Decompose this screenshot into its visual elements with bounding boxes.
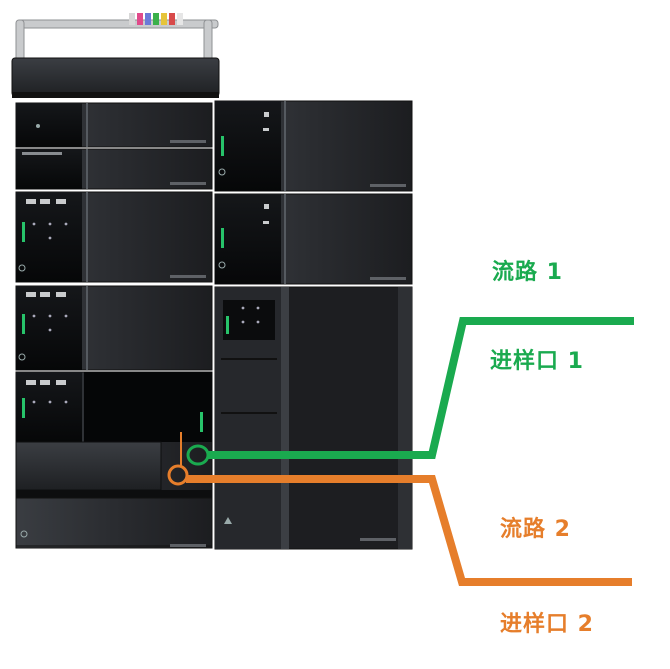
inlet-1-label: 进样口 1 bbox=[490, 349, 584, 374]
tubing-bundle-icon bbox=[129, 13, 183, 25]
flow-path-2 bbox=[167, 464, 632, 586]
flow-path-2-label: 流路 2 bbox=[500, 517, 571, 542]
module-pump-b bbox=[15, 191, 213, 283]
module-pump-c bbox=[15, 285, 213, 371]
inlet-2-label: 进样口 2 bbox=[500, 612, 594, 637]
flow-path-1-label: 流路 1 bbox=[492, 260, 563, 285]
module-column-oven bbox=[214, 286, 413, 550]
module-degasser bbox=[15, 102, 213, 148]
module-autosampler bbox=[15, 371, 213, 549]
right-stack bbox=[214, 100, 413, 550]
module-detector-b bbox=[214, 193, 413, 285]
module-detector-a bbox=[214, 100, 413, 192]
inlet-2-marker bbox=[167, 464, 189, 486]
solvent-tray bbox=[11, 13, 220, 98]
left-stack bbox=[15, 102, 213, 549]
flow-path-1 bbox=[186, 317, 634, 466]
status-led-icon bbox=[22, 222, 25, 242]
module-pump-a bbox=[15, 148, 213, 190]
power-icon bbox=[18, 264, 26, 272]
inlet-1-marker bbox=[186, 444, 210, 466]
